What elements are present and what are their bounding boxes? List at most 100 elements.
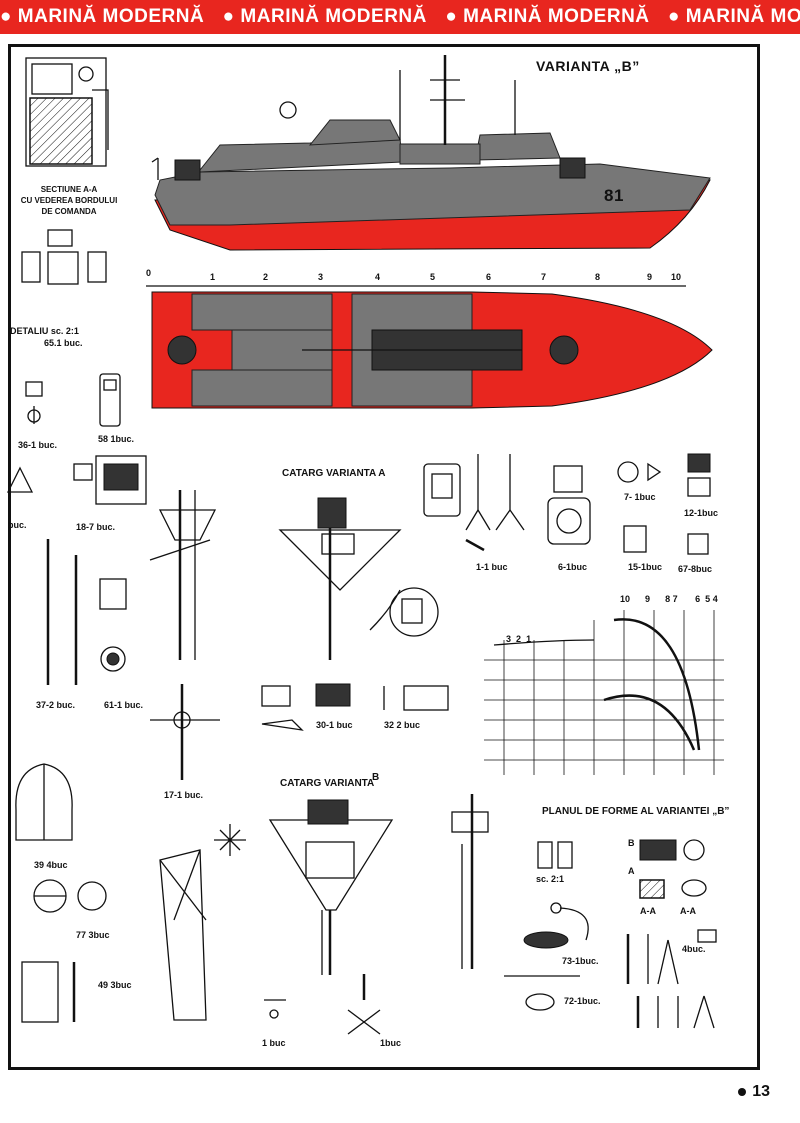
part-37-drawing [46, 539, 78, 685]
stanchions-drawing [626, 929, 717, 1029]
station-3: 3 [318, 272, 324, 282]
body-station: 9 [645, 594, 651, 604]
part-67-label: 67-8buc [678, 564, 713, 574]
part-58-label: 58 1buc. [98, 434, 135, 444]
part-1buc-b-label: 1buc [380, 1038, 402, 1048]
side-profile-drawing [151, 55, 711, 251]
scale-label: sc. 2:1 [536, 874, 565, 884]
deck-plan-drawing [151, 291, 713, 409]
part-39-drawing [15, 763, 73, 841]
part-17-label: 17-1 buc. [164, 790, 204, 800]
lines-plan-title: PLANUL DE FORME AL VARIANTEI „B” [542, 806, 730, 817]
part-buc-left-label: buc. [8, 520, 27, 530]
scale-detail-drawing [537, 841, 573, 869]
section-aa-label: A-A [640, 906, 656, 916]
header-banner: ● MARINĂ MODERNĂ ● MARINĂ MODERNĂ ● MARI… [0, 0, 800, 34]
mast-lattice-drawing [159, 824, 246, 1021]
mast-side-drawing [149, 490, 217, 660]
part-77-drawing [33, 879, 107, 913]
part-12-label: 12-1buc [684, 508, 719, 518]
banner-item: ● MARINĂ MODERNĂ [445, 6, 650, 27]
part-hatch-drawing [423, 463, 461, 517]
part-32-label: 32 2 buc [384, 720, 421, 730]
station-1: 1 [210, 272, 216, 282]
mast-b-drawing [268, 799, 394, 975]
part-30-drawing [261, 683, 351, 731]
part-1buc-a-label: 1 buc [262, 1038, 286, 1048]
section-aa-label-2: A-A [680, 906, 696, 916]
station-4: 4 [375, 272, 381, 282]
detail-caption: DETALIU sc. 2:1 [10, 326, 79, 336]
section-aa-drawing [25, 57, 109, 167]
station-7: 7 [541, 272, 547, 282]
part-1-label: 1-1 buc [476, 562, 508, 572]
station-10: 10 [671, 272, 682, 282]
mast-b-letter: B [372, 772, 380, 783]
page-number: 13 [738, 1083, 770, 1101]
part-73-label: 73-1buc. [562, 956, 599, 966]
part-12-drawing [687, 453, 711, 497]
part-37-label: 37-2 buc. [36, 700, 76, 710]
banner-item: ● MARINĂ MODERNĂ [0, 6, 205, 27]
body-station: 4 [712, 594, 718, 604]
section-aa-caption: SECTIUNE A-A CU VEDEREA BORDULUI DE COMA… [20, 185, 118, 216]
mast-b-title: CATARG VARIANTA [280, 778, 375, 789]
body-station: 3 [506, 634, 512, 644]
part-17-drawing [150, 684, 220, 780]
part-7-label: 7- 1buc [624, 492, 656, 502]
part-73-drawing [523, 902, 589, 949]
marker-b: B [628, 838, 635, 848]
part-7-drawing [617, 461, 662, 483]
body-station: 10 [620, 594, 631, 604]
station-6: 6 [486, 272, 492, 282]
hull-number: 81 [604, 186, 624, 205]
station-5: 5 [430, 272, 436, 282]
station-ticks [146, 285, 686, 287]
part-15-label: 15-1buc [628, 562, 663, 572]
part-58-drawing [99, 373, 121, 427]
banner-item: ● MARINĂ MODERNĂ [222, 6, 427, 27]
body-stations-fwd: 10 9 8 7 6 5 4 [620, 594, 718, 604]
part-1buc-a-drawing [264, 999, 286, 1019]
part-36-label: 36-1 buc. [18, 440, 58, 450]
marker-a: A [628, 866, 635, 876]
body-station: 6 [695, 594, 701, 604]
part-4-label: 4buc. [682, 944, 706, 954]
part-61-label: 61-1 buc. [104, 700, 144, 710]
part-18-label: 18-7 buc. [76, 522, 116, 532]
section-detail-drawing [639, 839, 707, 899]
mast-a-detail-drawing [389, 587, 439, 637]
body-station: 5 [705, 594, 711, 604]
mast-a-title: CATARG VARIANTA A [282, 468, 386, 479]
part-36-drawing [25, 381, 43, 424]
part-6-drawing [547, 465, 591, 545]
body-station: 1 [526, 634, 532, 644]
lines-plan-drawing [484, 610, 724, 775]
part-30-label: 30-1 buc [316, 720, 353, 730]
variant-title: VARIANTA „B” [536, 58, 640, 74]
part-32-drawing [383, 685, 449, 711]
part-39-label: 39 4buc [34, 860, 68, 870]
body-station: 2 [516, 634, 522, 644]
station-8: 8 [595, 272, 601, 282]
part-49-label: 49 3buc [98, 980, 132, 990]
part-61-drawing [99, 578, 127, 672]
part-6-label: 6-1buc [558, 562, 588, 572]
part-77-label: 77 3buc [76, 930, 110, 940]
body-station: 8 [665, 594, 671, 604]
detail-drawing [21, 229, 107, 285]
part-1buc-b-drawing [347, 974, 381, 1035]
station-0: 0 [146, 268, 152, 278]
part-72-label: 72-1buc. [564, 996, 601, 1006]
part-49-drawing [21, 961, 76, 1023]
part-1-drawing [465, 454, 525, 552]
body-station: 7 [672, 594, 678, 604]
station-2: 2 [263, 272, 269, 282]
part-18-drawing [73, 455, 147, 505]
station-9: 9 [647, 272, 653, 282]
part-72-drawing [504, 975, 580, 1011]
part-triangle-drawing [6, 466, 34, 493]
banner-item: ● MARINĂ MODERNĂ [667, 6, 800, 27]
mast-a-drawing [278, 497, 402, 660]
part-15-drawing [623, 525, 647, 553]
